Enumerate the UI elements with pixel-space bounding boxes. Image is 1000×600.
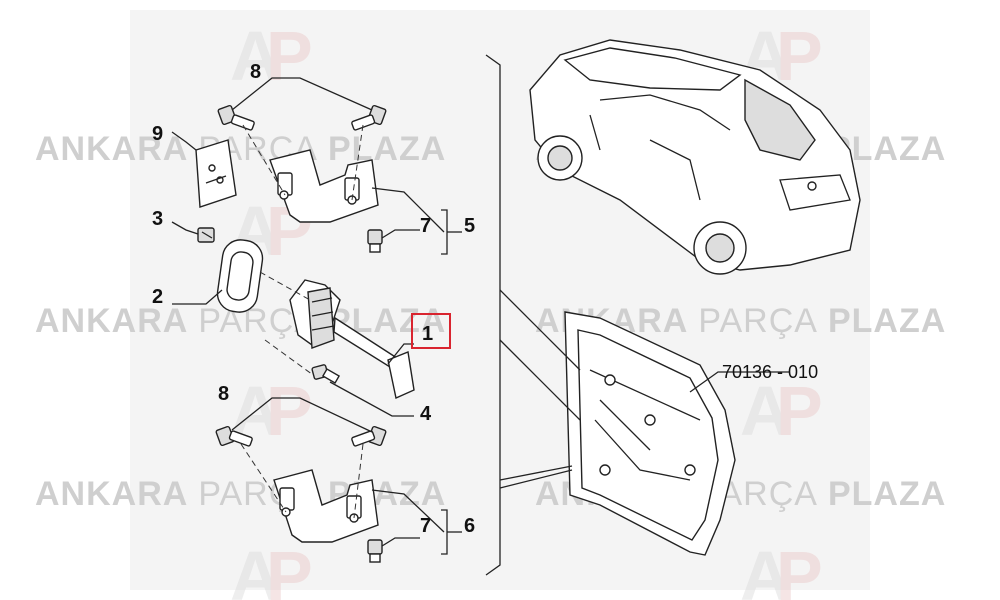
svg-text:P: P — [266, 537, 313, 600]
callout-3: 3 — [152, 208, 163, 230]
callout-9: 9 — [152, 123, 163, 145]
callout-5: 5 — [464, 215, 475, 237]
callout-7-bottom: 7 — [420, 515, 431, 537]
svg-text:A: A — [740, 537, 791, 600]
leader-1 — [387, 343, 414, 365]
small-bolt-bottom[interactable] — [367, 539, 383, 563]
leader-9 — [171, 131, 197, 151]
leader-8-top — [231, 77, 373, 111]
section-divider — [485, 54, 501, 576]
callout-7-top: 7 — [420, 215, 431, 237]
pointer-door-3 — [499, 465, 573, 481]
leader-3 — [171, 221, 199, 235]
svg-text:A: A — [230, 537, 281, 600]
callout-1: 1 — [422, 323, 433, 345]
door-check-strap[interactable] — [289, 279, 415, 399]
svg-text:P: P — [776, 537, 823, 600]
axis-bolt-top-right — [351, 124, 364, 201]
reference-code: 70136 - 010 — [722, 362, 818, 382]
lower-hinge-bracket[interactable] — [273, 469, 379, 543]
gasket[interactable] — [215, 238, 265, 315]
leader-5-a — [371, 187, 445, 233]
svg-text:P: P — [776, 372, 823, 450]
axis-strap-pin — [264, 339, 321, 381]
svg-text:A: A — [740, 372, 791, 450]
callout-4: 4 — [420, 403, 432, 425]
bolt-bottom-left[interactable] — [215, 425, 253, 447]
svg-text:P: P — [266, 372, 313, 450]
svg-text:P: P — [776, 17, 823, 95]
callout-8-top: 8 — [250, 61, 261, 83]
pointer-door-4 — [499, 469, 573, 489]
svg-text:A: A — [230, 17, 281, 95]
leader-2 — [172, 289, 223, 305]
callout-6: 6 — [464, 515, 475, 537]
axis-bolt-bottom-left — [240, 443, 287, 513]
leader-8-bottom — [231, 397, 373, 433]
small-bolt-top[interactable] — [367, 229, 383, 253]
leader-4 — [329, 381, 414, 417]
door-illustration — [564, 311, 736, 556]
leader-7-top — [381, 229, 420, 239]
strap-pin[interactable] — [311, 364, 341, 384]
pointer-door-2 — [499, 339, 581, 421]
leader-6-a — [371, 489, 445, 533]
bolt-bottom-right[interactable] — [351, 425, 387, 447]
callout-1-highlight[interactable] — [411, 313, 451, 349]
door-pad[interactable] — [195, 139, 237, 208]
callout-2: 2 — [152, 286, 163, 308]
svg-text:P: P — [266, 17, 313, 95]
leader-7-bottom — [381, 537, 420, 547]
callout-8-bottom: 8 — [218, 383, 229, 405]
leader-reference — [689, 371, 790, 393]
bolt-top-right[interactable] — [351, 104, 387, 131]
rivet-nut[interactable] — [197, 227, 215, 243]
car-illustration — [529, 39, 861, 275]
bolt-top-left[interactable] — [217, 104, 255, 131]
axis-bolt-top-left — [242, 124, 286, 196]
axis-bolt-bottom-right — [353, 443, 364, 519]
pointer-door-1 — [499, 289, 581, 371]
